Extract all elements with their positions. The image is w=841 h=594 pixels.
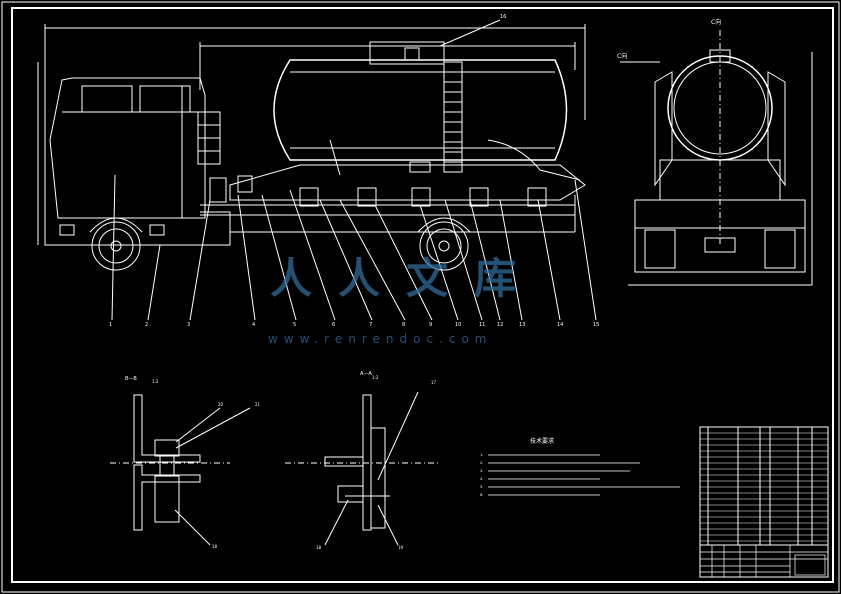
watermark-chinese: 人人文库	[270, 254, 543, 303]
tech-req-text-lines	[488, 454, 680, 496]
balloon-15: 15	[593, 322, 599, 328]
tech-req-title: 技术要求	[530, 437, 554, 445]
section-a-balloons: 17 18 19	[316, 380, 437, 550]
balloon-1: 1	[109, 322, 112, 328]
title-block	[700, 545, 828, 577]
balloon-12: 12	[497, 322, 503, 328]
c-view-title: C向	[711, 18, 721, 26]
side-view-balloons: 1 2 3 4 5 6 7 8 9 10 11 12 13 14 15 16	[109, 14, 599, 328]
section-b-balloons: 20 21 18	[212, 402, 261, 549]
balloon-8: 8	[402, 322, 405, 328]
balloon-18: 18	[316, 545, 322, 550]
rear-view	[620, 30, 813, 286]
balloon-4: 4	[252, 322, 255, 328]
balloon-6: 6	[332, 322, 335, 328]
balloon-13: 13	[519, 322, 525, 328]
tech-req-1: 1.	[480, 453, 483, 457]
balloon-19: 19	[398, 545, 404, 550]
balloon-16: 16	[500, 14, 506, 20]
section-b-scale: 1:2	[152, 379, 159, 384]
balloon-20: 20	[218, 402, 224, 407]
section-a-scale: 1:2	[372, 375, 379, 380]
balloon-9: 9	[429, 322, 432, 328]
parts-list-table	[699, 426, 829, 578]
section-a-view	[285, 391, 440, 546]
tech-req-3: 3.	[480, 469, 483, 473]
balloon-17: 17	[431, 380, 437, 385]
section-b-title: B—B	[125, 376, 137, 382]
inner-border	[11, 7, 834, 583]
c-view-arrow-label: C向	[617, 52, 627, 60]
tech-req-list: 1. 2. 3. 4. 5. 6.	[480, 453, 483, 497]
tech-req-2: 2.	[480, 461, 483, 465]
balloon-2: 2	[145, 322, 148, 328]
balloon-19b: 18	[212, 544, 218, 549]
tech-req-4: 4.	[480, 477, 483, 481]
balloon-5: 5	[293, 322, 296, 328]
balloon-21: 21	[255, 402, 261, 407]
balloon-10: 10	[455, 322, 461, 328]
watermark-url: www.renrendoc.com	[268, 332, 493, 346]
parts-list-rows	[700, 432, 828, 546]
balloon-7: 7	[369, 322, 372, 328]
balloon-3: 3	[187, 322, 190, 328]
balloon-14: 14	[557, 322, 563, 328]
tech-req-5: 5.	[480, 485, 483, 489]
section-b-view	[110, 394, 251, 546]
tech-req-6: 6.	[480, 493, 483, 497]
balloon-11: 11	[479, 322, 485, 328]
section-a-title: A—A	[360, 371, 372, 377]
side-view	[37, 19, 597, 321]
